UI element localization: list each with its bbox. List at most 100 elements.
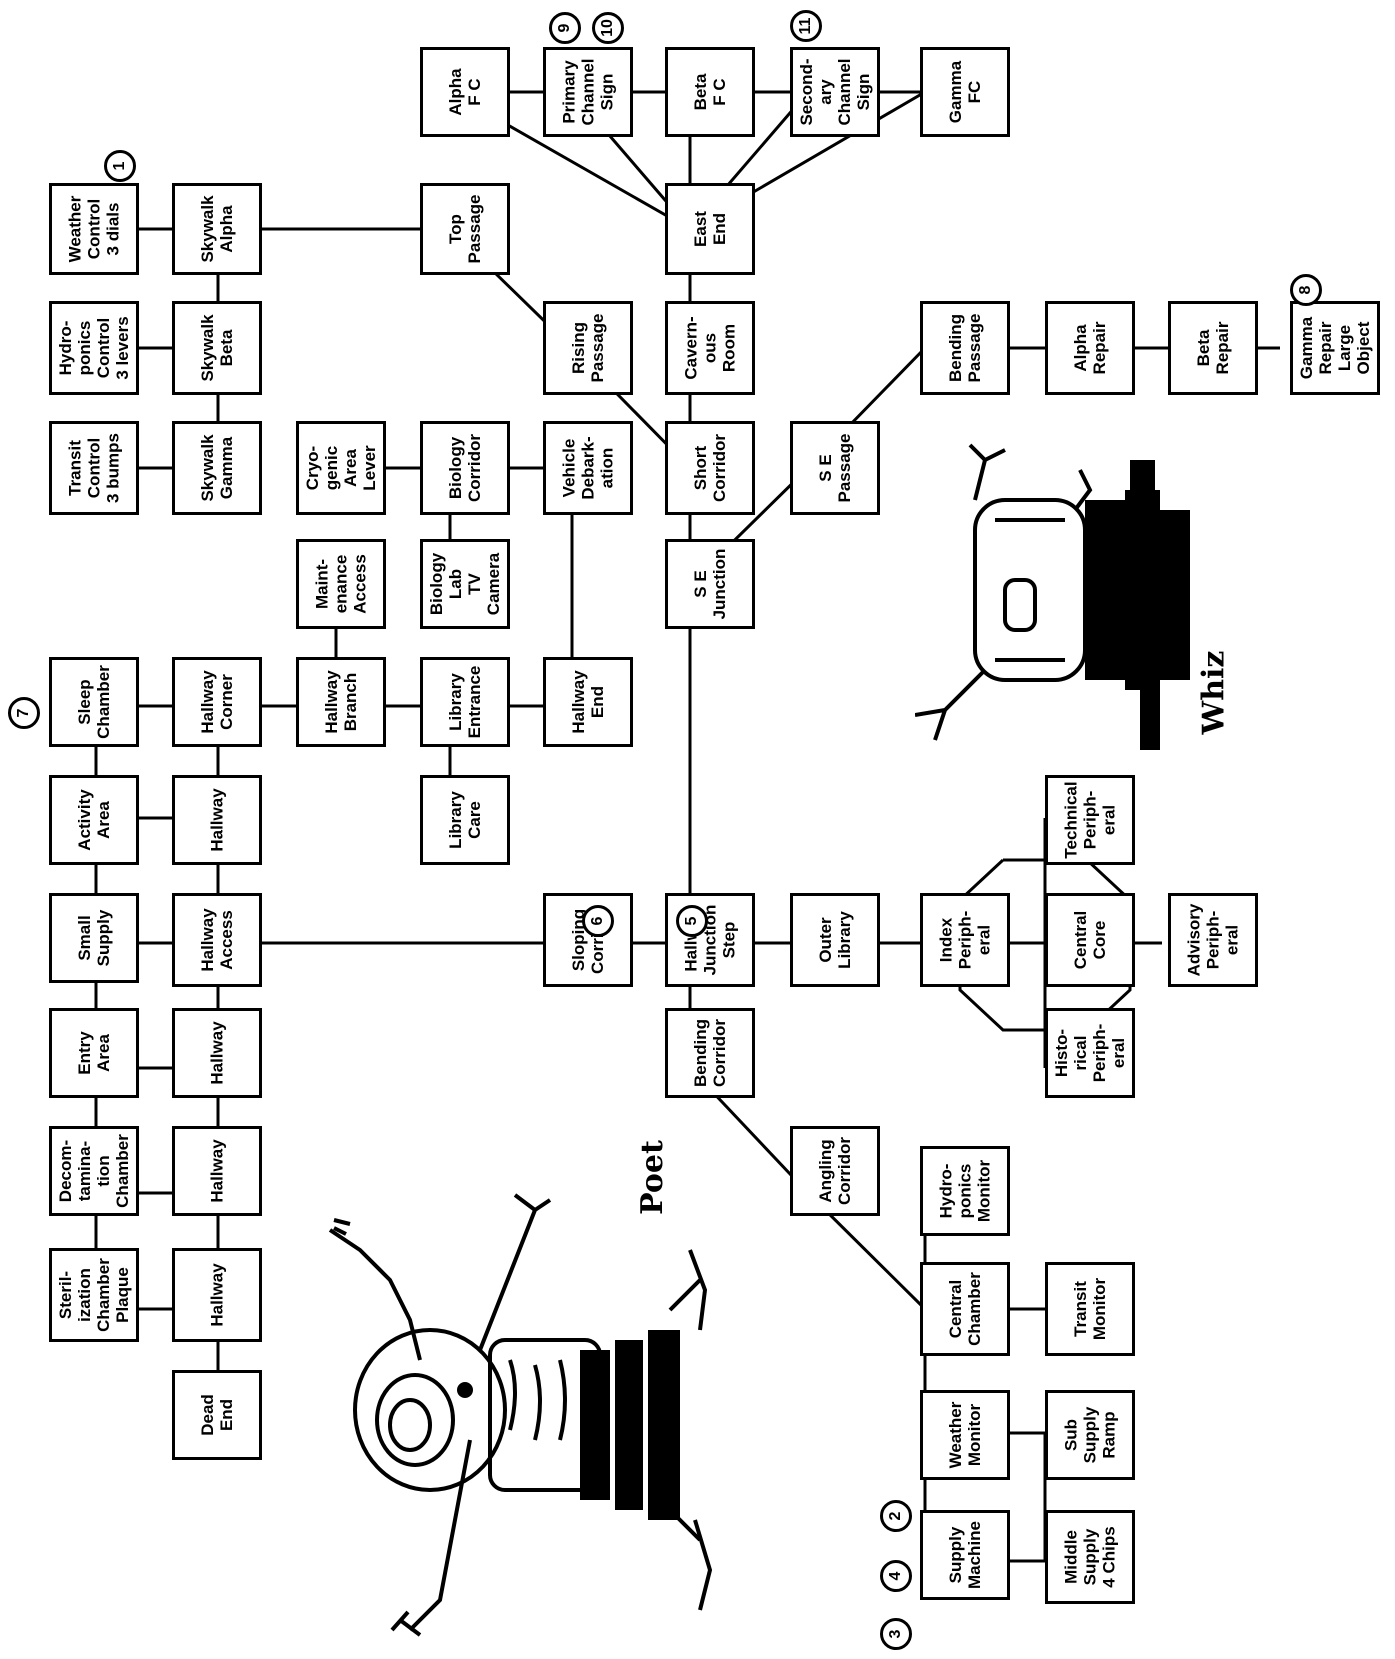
- marker-number: 8: [1298, 286, 1314, 295]
- room-vehicle-debarkation: Vehicle Debark- ation: [543, 421, 633, 515]
- room-label: Transit Monitor: [1071, 1278, 1109, 1340]
- room-label: Hallway: [208, 1263, 227, 1326]
- marker-number: 9: [557, 24, 573, 33]
- room-hallway-junction-step: Hallway Junction Step: [665, 893, 755, 987]
- marker-7: 7: [8, 697, 40, 729]
- room-label: S E Junction: [691, 549, 729, 620]
- room-angling-corridor: Angling Corridor: [790, 1126, 880, 1216]
- room-index-peripheral: Index Periph- eral: [920, 893, 1010, 987]
- room-label: Weather Monitor: [946, 1402, 984, 1469]
- room-skywalk-gamma: Skywalk Gamma: [172, 421, 262, 515]
- room-label: Weather Control 3 dials: [66, 196, 123, 263]
- poet-robot-illustration: [320, 1190, 740, 1650]
- room-label: Hydro- ponics Control 3 levers: [56, 316, 132, 379]
- room-label: Top Passage: [446, 195, 484, 264]
- marker-number: 7: [16, 709, 32, 718]
- room-alpha-fc: Alpha F C: [420, 47, 510, 137]
- room-sterilization-chamber: Steril- ization Chamber Plaque: [49, 1248, 139, 1342]
- room-label: Outer Library: [816, 911, 854, 969]
- room-secondary-channel-sign: Second- ary Channel Sign: [790, 47, 880, 137]
- marker-number: 4: [888, 1572, 904, 1581]
- room-label: Hallway: [208, 1139, 227, 1202]
- room-se-passage: S E Passage: [790, 421, 880, 515]
- room-label: Second- ary Channel Sign: [797, 58, 873, 125]
- room-label: Maint- enance Access: [313, 554, 370, 614]
- room-label: Skywalk Alpha: [198, 195, 236, 262]
- room-transit-control: Transit Control 3 bumps: [49, 421, 139, 515]
- room-advisory-peripheral: Advisory Periph- eral: [1168, 893, 1258, 987]
- room-label: Index Periph- eral: [937, 911, 994, 970]
- room-central-chamber: Central Chamber: [920, 1262, 1010, 1356]
- room-supply-machine: Supply Machine: [920, 1510, 1010, 1600]
- room-skywalk-beta: Skywalk Beta: [172, 301, 262, 395]
- room-dead-end: Dead End: [172, 1370, 262, 1460]
- room-label: Hallway: [208, 788, 227, 851]
- room-label: Skywalk Beta: [198, 314, 236, 381]
- room-hallway-end: Hallway End: [543, 657, 633, 747]
- room-label: Decom- tamina- tion Chamber: [56, 1134, 132, 1208]
- room-library-care: Library Care: [420, 775, 510, 865]
- marker-10: 10: [592, 12, 624, 44]
- room-cavernous-room: Cavern- ous Room: [665, 301, 755, 395]
- room-label: Vehicle Debark- ation: [560, 436, 617, 499]
- room-label: Hallway: [208, 1021, 227, 1084]
- marker-9: 9: [549, 12, 581, 44]
- room-label: Activity Area: [75, 789, 113, 850]
- room-label: Biology Corridor: [446, 434, 484, 502]
- room-label: Alpha Repair: [1071, 322, 1109, 375]
- room-decontamination-chamber: Decom- tamina- tion Chamber: [49, 1126, 139, 1216]
- marker-2: 2: [880, 1500, 912, 1532]
- room-beta-repair: Beta Repair: [1168, 301, 1258, 395]
- poet-caption: Poet: [635, 1140, 670, 1215]
- room-label: Bending Corridor: [691, 1019, 729, 1087]
- marker-number: 3: [888, 1630, 904, 1639]
- room-label: Gamma Repair Large Object: [1297, 317, 1373, 379]
- marker-number: 10: [600, 19, 616, 37]
- marker-8: 8: [1290, 274, 1322, 306]
- room-label: East End: [691, 211, 729, 247]
- room-label: Small Supply: [75, 910, 113, 967]
- room-technical-peripheral: Technical Periph- eral: [1045, 775, 1135, 865]
- room-alpha-repair: Alpha Repair: [1045, 301, 1135, 395]
- room-short-corridor: Short Corridor: [665, 421, 755, 515]
- room-sleep-chamber: Sleep Chamber: [49, 657, 139, 747]
- room-label: S E Passage: [816, 434, 854, 503]
- room-label: Transit Control 3 bumps: [66, 433, 123, 503]
- room-label: Library Entrance: [446, 666, 484, 739]
- room-label: Sub Supply Ramp: [1062, 1407, 1119, 1464]
- room-label: Primary Channel Sign: [560, 58, 617, 125]
- room-entry-area: Entry Area: [49, 1008, 139, 1098]
- marker-number: 11: [798, 18, 814, 35]
- room-weather-monitor: Weather Monitor: [920, 1390, 1010, 1480]
- room-label: Central Chamber: [946, 1272, 984, 1346]
- marker-3: 3: [880, 1618, 912, 1650]
- room-label: Sleep Chamber: [75, 665, 113, 739]
- room-label: Bending Passage: [946, 314, 984, 383]
- room-hallway: Hallway: [172, 1008, 262, 1098]
- room-hallway-corner: Hallway Corner: [172, 657, 262, 747]
- room-label: Cavern- ous Room: [682, 316, 739, 379]
- room-cryogenic-area: Cryo- genic Area Lever: [296, 421, 386, 515]
- room-label: Middle Supply 4 Chips: [1062, 1526, 1119, 1587]
- room-hallway: Hallway: [172, 775, 262, 865]
- room-label: Library Care: [446, 791, 484, 849]
- marker-number: 6: [590, 917, 606, 926]
- room-top-passage: Top Passage: [420, 183, 510, 275]
- room-activity-area: Activity Area: [49, 775, 139, 865]
- room-label: Steril- ization Chamber Plaque: [56, 1258, 132, 1332]
- room-small-supply: Small Supply: [49, 893, 139, 983]
- room-hydroponics-monitor: Hydro- ponics Monitor: [920, 1146, 1010, 1236]
- room-label: Advisory Periph- eral: [1185, 904, 1242, 977]
- room-primary-channel-sign: Primary Channel Sign: [543, 47, 633, 137]
- room-label: Technical Periph- eral: [1062, 781, 1119, 858]
- whiz-caption: Whiz: [1196, 651, 1231, 735]
- room-library-entrance: Library Entrance: [420, 657, 510, 747]
- marker-number: 2: [888, 1512, 904, 1521]
- marker-11: 11: [790, 10, 822, 42]
- room-hallway: Hallway: [172, 1248, 262, 1342]
- room-hallway-branch: Hallway Branch: [296, 657, 386, 747]
- room-label: Cryo- genic Area Lever: [303, 445, 379, 490]
- room-gamma-fc: Gamma FC: [920, 47, 1010, 137]
- marker-6: 6: [582, 905, 614, 937]
